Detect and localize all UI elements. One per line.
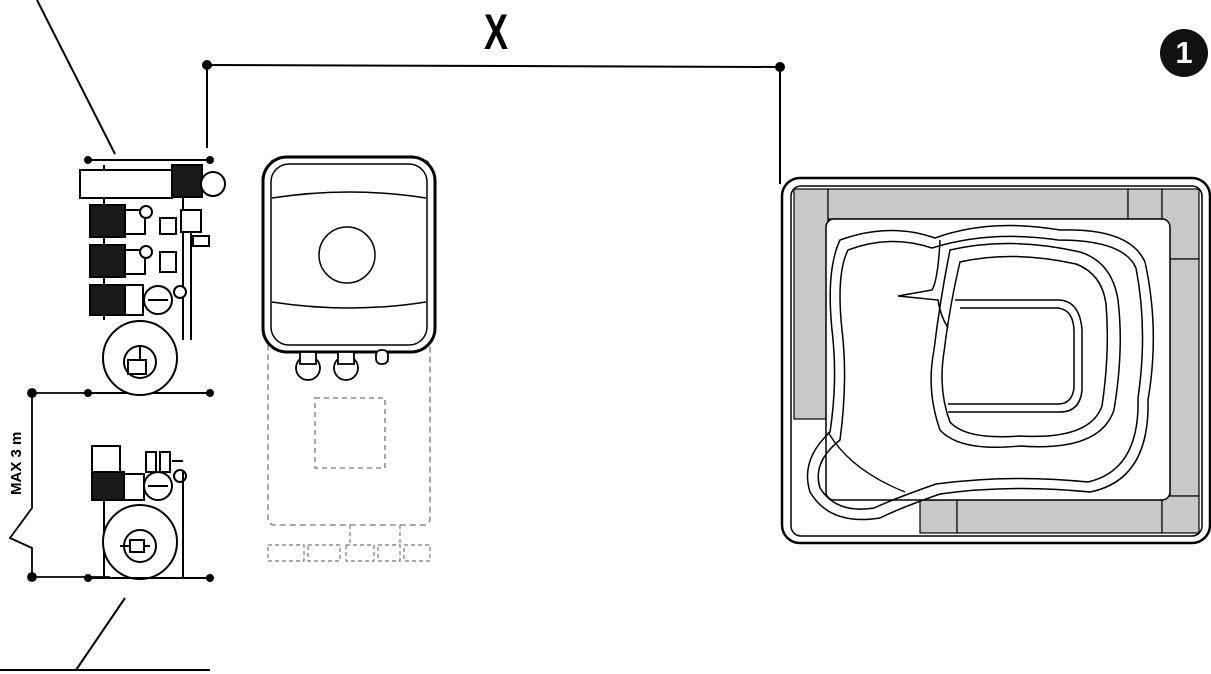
spa-tub: [780, 176, 1211, 545]
upper-pump-group: [79, 156, 226, 397]
control-unit: [261, 155, 437, 562]
dimension-x-label: X: [483, 4, 509, 60]
dimension-line-x: [202, 60, 785, 184]
leader-lines: [0, 0, 210, 671]
figure-number-badge: 1: [1160, 29, 1208, 77]
max-height-label: MAX 3 m: [8, 431, 25, 495]
lower-pump-group: [84, 445, 214, 582]
